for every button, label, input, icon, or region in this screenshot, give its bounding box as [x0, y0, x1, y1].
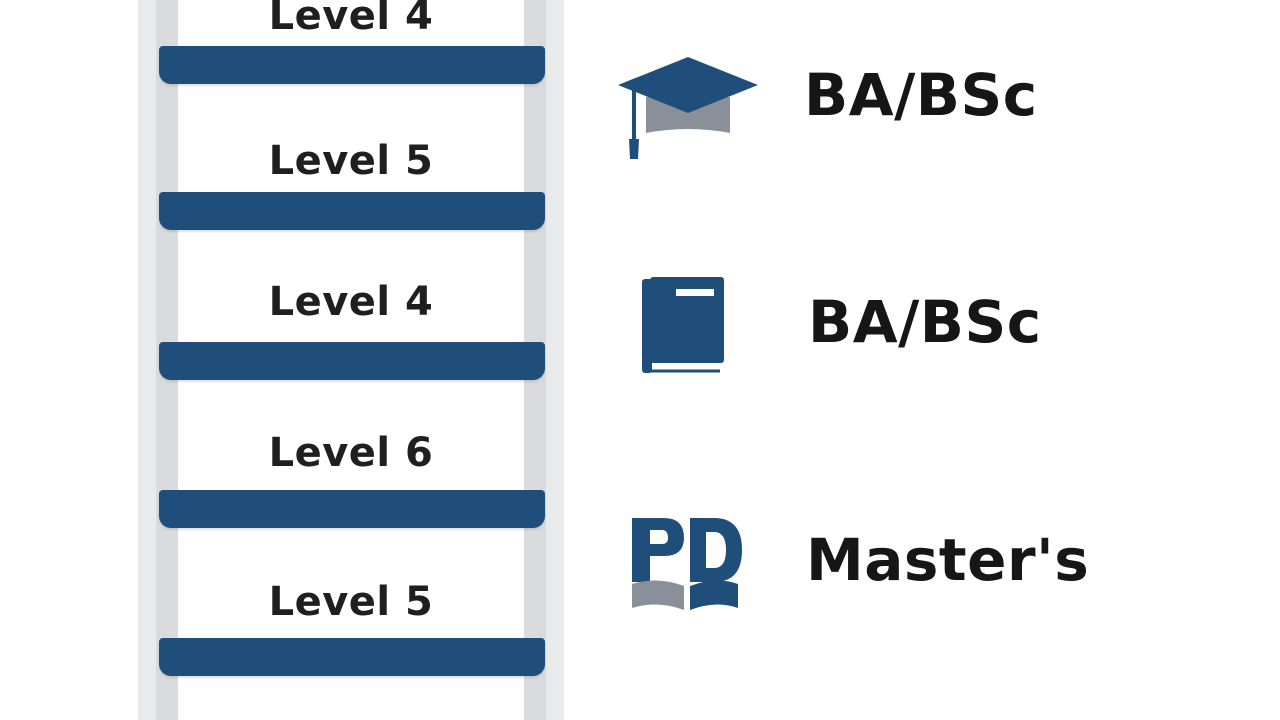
degree-label: Master's — [806, 526, 1090, 594]
book-icon — [640, 275, 728, 381]
degree-label: BA/BSc — [804, 61, 1038, 129]
open-book-monogram-icon — [628, 514, 748, 618]
ladder-rung — [159, 638, 545, 676]
level-label: Level 4 — [268, 279, 434, 325]
level-label: Level 6 — [268, 430, 434, 476]
level-label: Level 4 — [268, 0, 434, 39]
level-label: Level 5 — [268, 138, 434, 184]
degree-label: BA/BSc — [808, 288, 1042, 356]
graduation-cap-icon — [616, 55, 760, 165]
ladder-rung — [159, 490, 545, 528]
level-label: Level 5 — [268, 579, 434, 625]
ladder-rung — [159, 192, 545, 230]
ladder-rung — [159, 46, 545, 84]
ladder-rung — [159, 342, 545, 380]
